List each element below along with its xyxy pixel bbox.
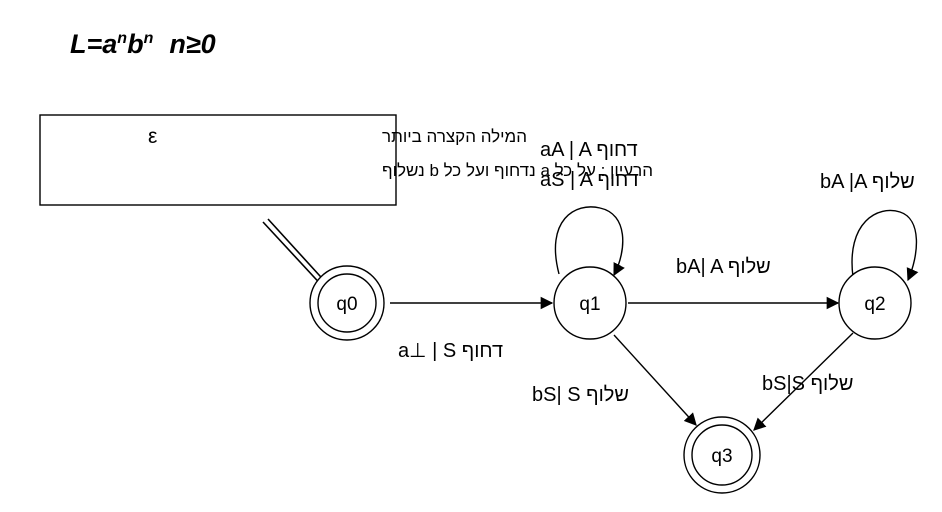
edge-q2-q3	[753, 332, 854, 431]
loop-q2	[851, 209, 919, 282]
loop-q1	[554, 206, 625, 277]
start-arrow-line-2	[267, 218, 331, 288]
title-mid: b	[127, 29, 144, 59]
state-q0: q0	[309, 265, 385, 341]
label-q1-q2: bA| A שלוף	[676, 256, 771, 278]
label-q2-loop: bA |A שלוף	[820, 171, 915, 193]
label-q1-loop-2: aS | A דחוף	[540, 169, 639, 191]
label-q2-q3: bS|S שלוף	[762, 373, 853, 395]
edge-q1-q3	[613, 334, 697, 426]
state-q1: q1	[553, 266, 627, 340]
label-q1-q3: bS| S שלוף	[532, 384, 629, 406]
label-q0-q1: a⊥ | S דחוף	[398, 340, 503, 362]
start-arrow-line-1	[262, 221, 327, 291]
state-q3: q3	[683, 416, 761, 494]
state-q3-label: q3	[711, 446, 732, 467]
note-line-2: הרעיון : על כל a נדחוף ועל כל b נשלוף	[382, 161, 653, 180]
title-exponent-2: n	[144, 30, 154, 47]
epsilon-glyph: ε	[148, 125, 157, 148]
title-exponent-1: n	[117, 30, 127, 47]
state-q0-label: q0	[336, 294, 357, 315]
label-q1-loop-1: aA | A דחוף	[540, 139, 638, 161]
title-main: L=a	[70, 29, 117, 59]
state-q2-label: q2	[864, 294, 885, 315]
state-q1-label: q1	[579, 294, 600, 315]
state-q2: q2	[838, 266, 912, 340]
title-condition: n≥0	[169, 29, 215, 59]
note-box	[39, 114, 397, 206]
note-line-1: המילה הקצרה ביותר	[382, 127, 527, 146]
